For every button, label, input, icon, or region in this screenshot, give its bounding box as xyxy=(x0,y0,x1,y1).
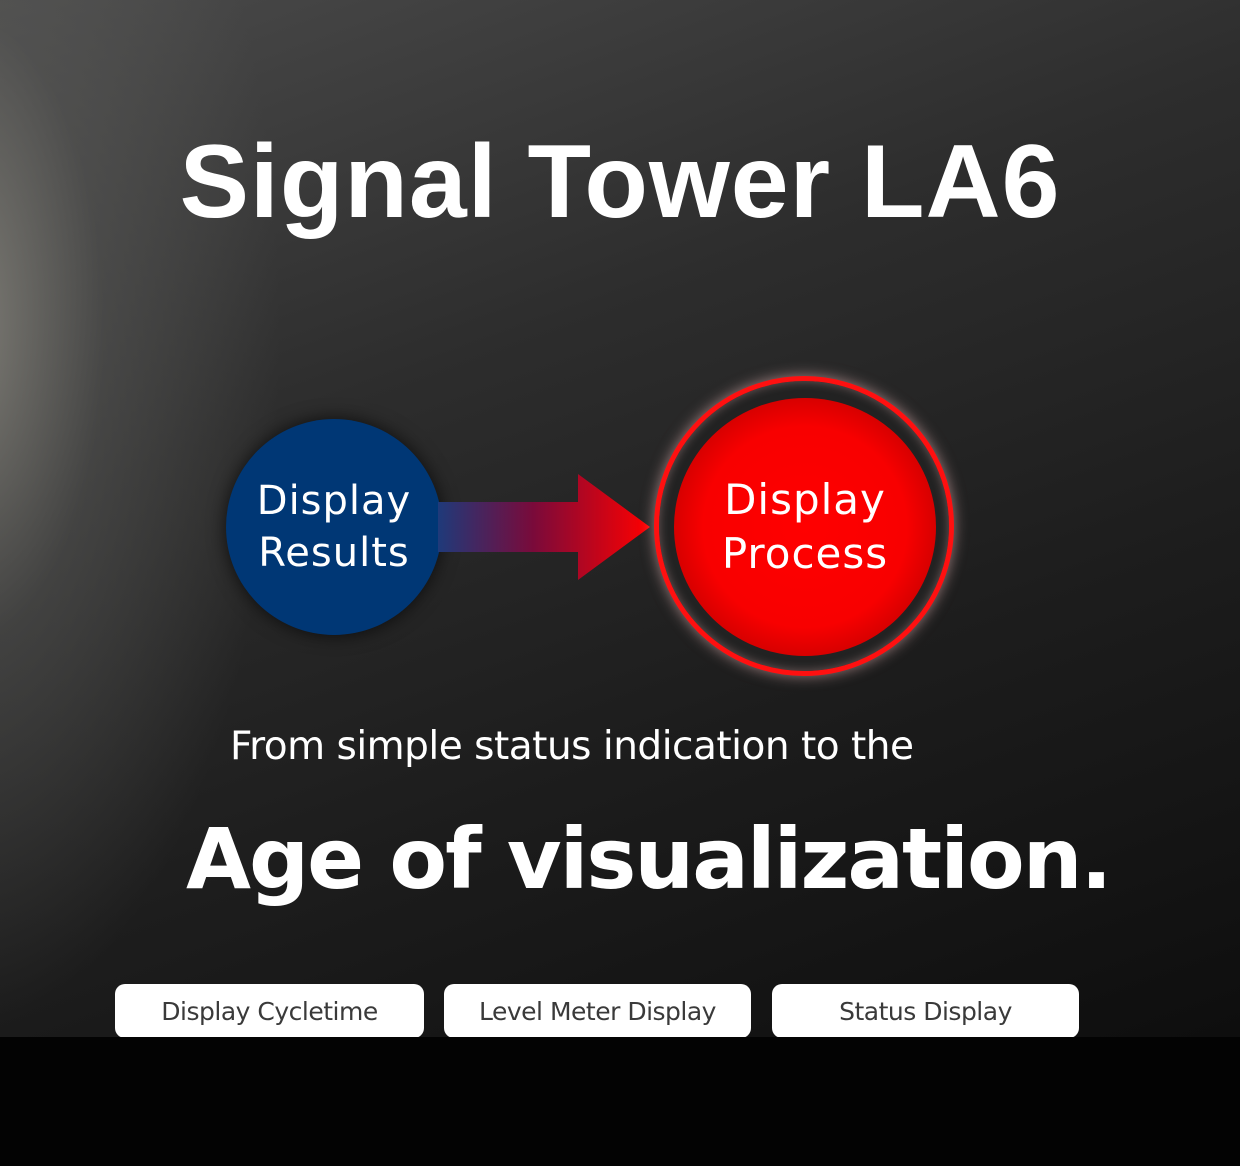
display-results-circle: Display Results xyxy=(226,419,442,635)
status-display-button[interactable]: Status Display xyxy=(772,984,1079,1038)
arrow-right-icon xyxy=(438,474,650,580)
page-title: Signal Tower LA6 xyxy=(179,124,1061,240)
results-label-line2: Results xyxy=(258,530,410,576)
process-label-line1: Display xyxy=(724,475,886,524)
subtitle: From simple status indication to the xyxy=(230,724,914,769)
bottom-band xyxy=(0,1037,1240,1166)
feature-buttons: Display Cycletime Level Meter Display St… xyxy=(0,984,1240,1038)
results-label-line1: Display xyxy=(256,478,412,524)
process-label-line2: Process xyxy=(721,529,889,578)
headline: Age of visualization. xyxy=(186,810,1112,908)
display-cycletime-button[interactable]: Display Cycletime xyxy=(115,984,424,1038)
hero-banner: Signal Tower LA6 Display Results Display… xyxy=(0,0,1240,1038)
level-meter-display-button[interactable]: Level Meter Display xyxy=(444,984,751,1038)
display-process-circle: Display Process xyxy=(674,398,936,656)
